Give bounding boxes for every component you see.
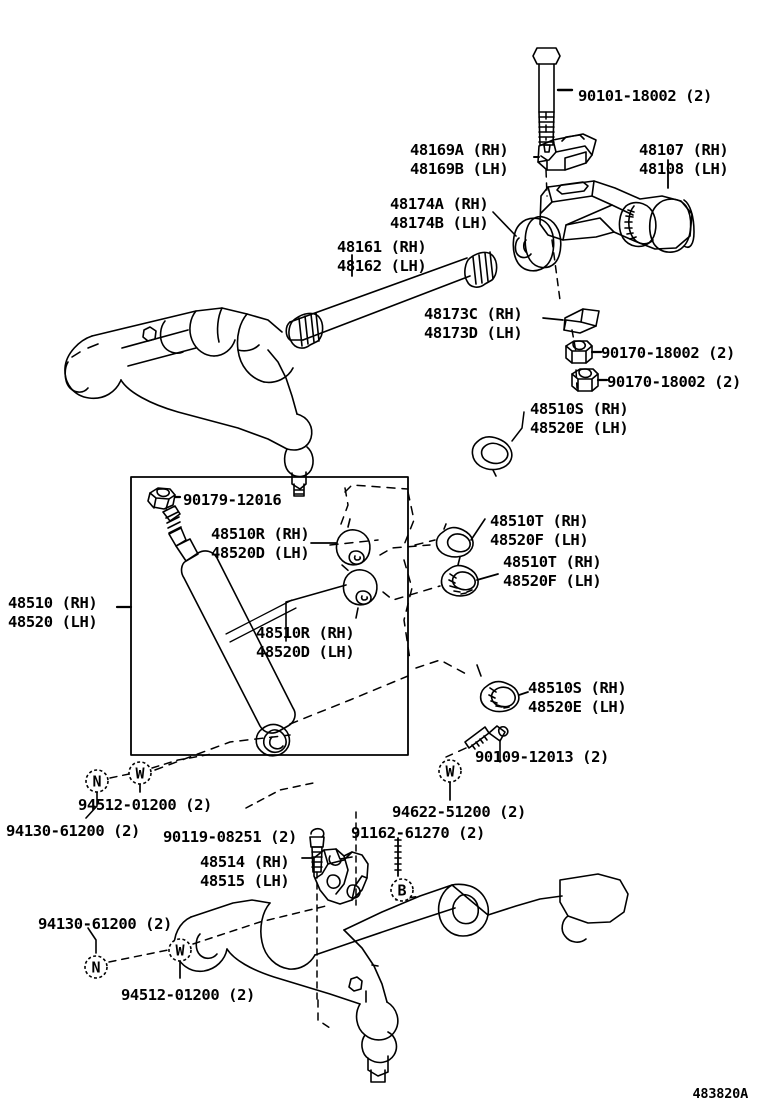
- part-bushing-48510r-upper: [335, 518, 371, 566]
- callout-90119-08251: 90119-08251 (2): [163, 828, 297, 846]
- part-nut-90179: [147, 487, 176, 510]
- callout-91162-61270: 91162-61270 (2): [351, 824, 485, 842]
- callout-48107-48108: 48107 (RH) 48108 (LH): [639, 141, 729, 178]
- callout-48173c-48173d: 48173C (RH) 48173D (LH): [424, 305, 523, 342]
- diagram-number: 483820A: [692, 1086, 749, 1102]
- callout-90109-12013: 90109-12013 (2): [475, 748, 609, 766]
- leader-48174: [492, 211, 517, 237]
- callout-48174a-48174b: 48174A (RH) 48174B (LH): [390, 195, 489, 232]
- callout-90170-18002-lower: 90170-18002 (2): [607, 373, 741, 391]
- part-bushing-48510r-lower: [342, 569, 378, 619]
- part-bolt-90119: [309, 827, 325, 873]
- assembly-dashes-mid: [154, 484, 471, 771]
- part-upper-control-arm: [64, 307, 314, 497]
- part-washer-48510t-lower: [440, 564, 479, 597]
- callout-48510t-48520f-upper: 48510T (RH) 48520F (LH): [490, 512, 589, 549]
- callout-48161-48162: 48161 (RH) 48162 (LH): [337, 238, 427, 275]
- part-bolt-90101: [532, 47, 561, 153]
- part-nut-90170-lower: [571, 368, 599, 392]
- callout-48514-48515: 48514 (RH) 48515 (LH): [200, 853, 290, 890]
- leader-48510t-upper: [470, 518, 486, 541]
- leader-94130-lower: [87, 927, 97, 954]
- callout-48510-48520: 48510 (RH) 48520 (LH): [8, 594, 98, 631]
- part-shock-absorber-48510: [162, 505, 297, 757]
- dash-marker-upper: [109, 753, 213, 779]
- part-bushing-48174: [512, 215, 562, 272]
- callout-48510s-48520e-upper: 48510S (RH) 48520E (LH): [530, 400, 629, 437]
- leader-48510s-lower: [518, 691, 529, 696]
- callout-48510r-48520d-lower: 48510R (RH) 48520D (LH): [256, 624, 355, 661]
- callout-90179-12016: 90179-12016: [183, 491, 282, 509]
- leader-94130-upper: [85, 791, 98, 819]
- callout-94512-01200-upper: 94512-01200 (2): [78, 796, 212, 814]
- assembly-axis-upper: [545, 111, 578, 389]
- callout-48169a-48169b: 48169A (RH) 48169B (LH): [410, 141, 509, 178]
- part-clamp-48169: [537, 133, 597, 171]
- part-bolt-90109: [464, 725, 509, 750]
- callout-94622-51200: 94622-51200 (2): [392, 803, 526, 821]
- leader-48510t-lower: [476, 573, 499, 581]
- callout-90170-18002-upper: 90170-18002 (2): [601, 344, 735, 362]
- part-nut-90170-upper: [565, 340, 593, 364]
- part-lower-control-arm: [173, 873, 629, 1083]
- part-bolt-91162: [394, 837, 402, 877]
- leader-48510r-lower: [285, 584, 347, 642]
- callout-90101-18002: 90101-18002 (2): [578, 87, 712, 105]
- part-arm-48161: [285, 251, 498, 349]
- callout-48510s-48520e-lower: 48510S (RH) 48520E (LH): [528, 679, 627, 716]
- leader-48510s-upper: [511, 411, 525, 442]
- part-shim-48173: [563, 308, 600, 334]
- part-knuckle-48107: [539, 180, 695, 253]
- part-washer-48510s-upper: [471, 436, 513, 477]
- callout-94512-01200-lower: 94512-01200 (2): [121, 986, 255, 1004]
- leader-48173: [542, 317, 564, 321]
- callout-94130-61200-upper: 94130-61200 (2): [6, 822, 140, 840]
- callout-48510t-48520f-lower: 48510T (RH) 48520F (LH): [503, 553, 602, 590]
- part-bracket-48514: [313, 848, 369, 905]
- callout-48510r-48520d-upper: 48510R (RH) 48520D (LH): [211, 525, 310, 562]
- part-washer-48510s-lower: [476, 664, 520, 713]
- callout-94130-61200-lower: 94130-61200 (2): [38, 915, 172, 933]
- assembly-dashes-upper: [340, 487, 415, 661]
- dash-marker-lower: [108, 904, 331, 963]
- part-washer-48510t-upper: [435, 523, 474, 566]
